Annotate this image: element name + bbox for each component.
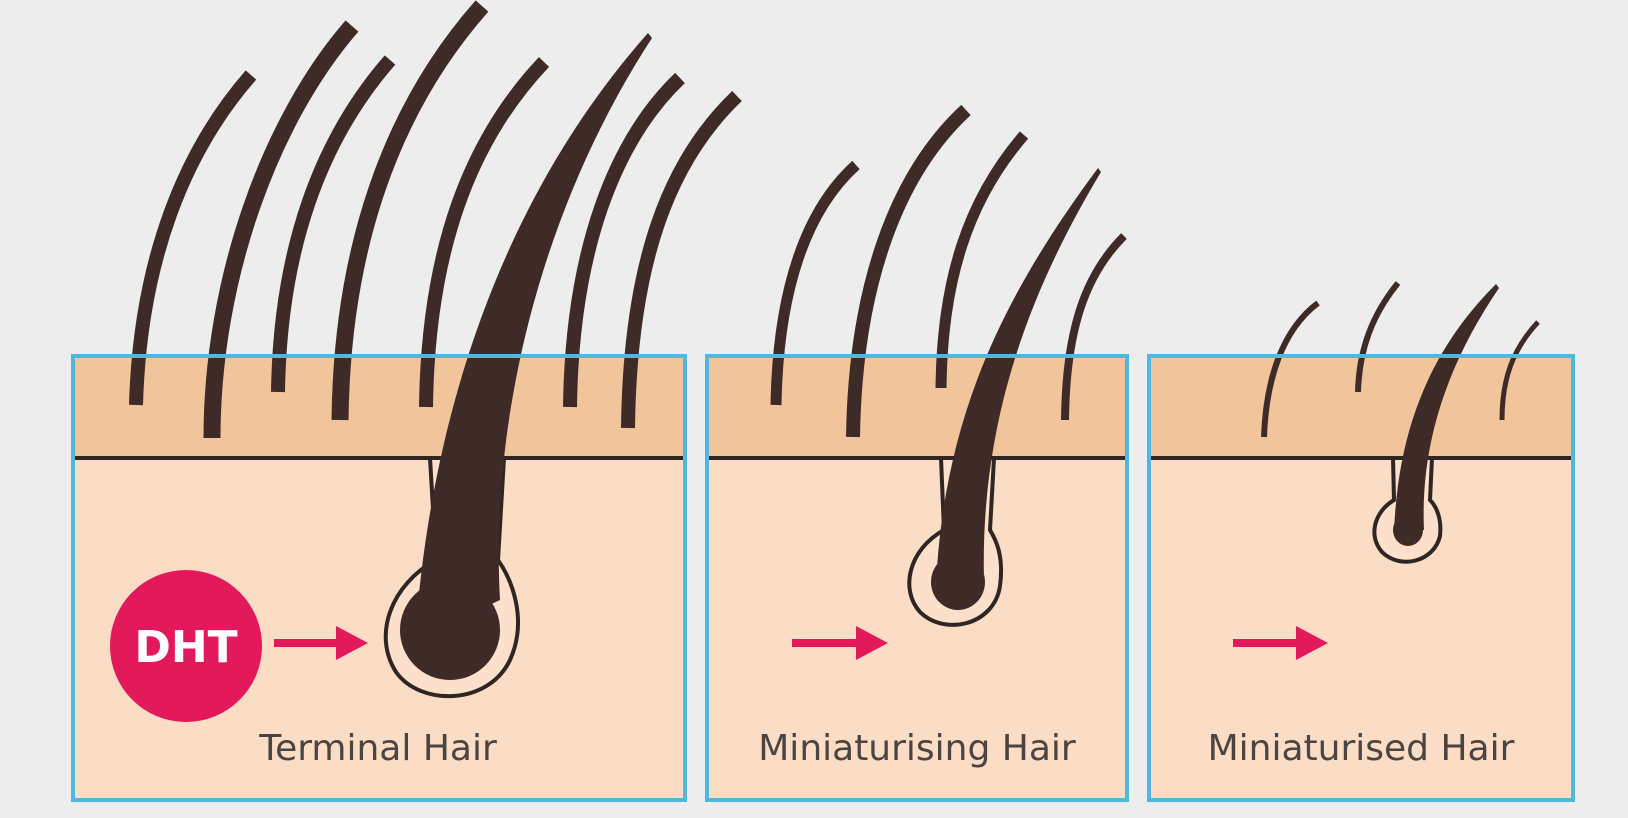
panel-terminal-hair: DHT Terminal Hair [71,0,742,802]
arrow-right-icon [274,626,368,660]
dht-badge-icon: DHT [110,570,262,722]
panel-3-border [1147,354,1575,802]
panel-2-label: Miniaturising Hair [758,728,1076,769]
panel-2-border [705,354,1129,802]
arrow-right-icon [792,626,888,660]
panel-1-border [71,354,687,802]
panel-2-hair-strands [770,104,1127,438]
panel-miniaturising-hair: Miniaturising Hair [705,104,1129,802]
panel-3-label: Miniaturised Hair [1208,728,1515,769]
panel-1-epidermis [73,356,685,458]
panel-1-terminal-hair-shaft [415,33,652,640]
panel-miniaturised-hair: Miniaturised Hair [1147,281,1575,802]
panel-1-hair-strands [129,0,742,439]
dht-badge-label: DHT [134,622,237,673]
panel-1-label: Terminal Hair [258,728,497,769]
panel-2-thinning-hair-shaft [936,168,1101,585]
arrow-right-icon [1233,626,1328,660]
panel-3-miniaturised-hair-shaft [1394,284,1499,532]
panel-3-hair-strands [1261,281,1540,438]
